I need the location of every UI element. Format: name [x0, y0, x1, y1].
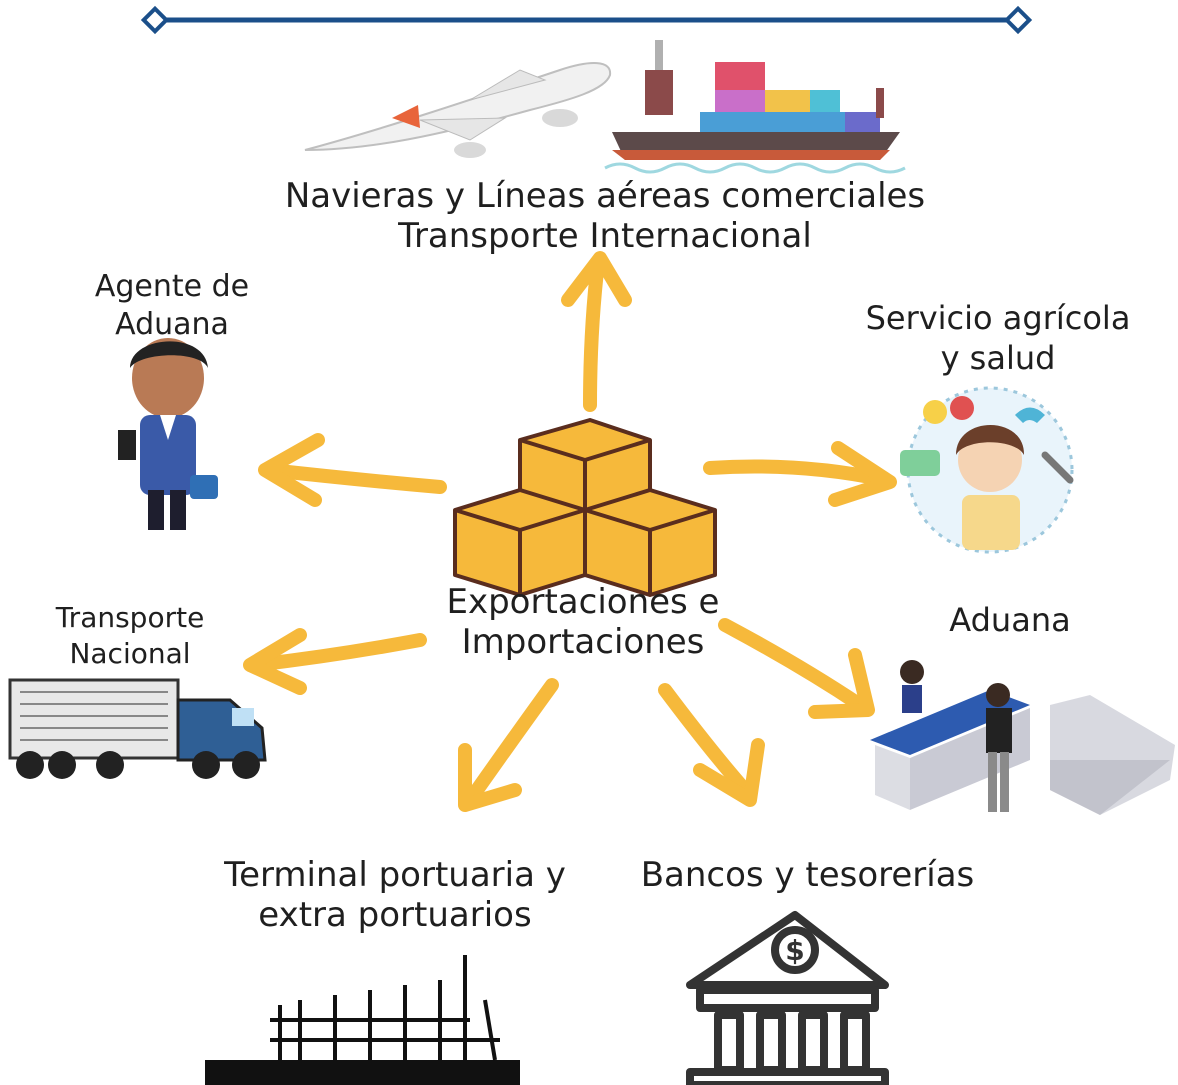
label-port-terminal: Terminal portuaria y extra portuarios	[224, 855, 566, 935]
arrow-to-customs	[718, 618, 867, 712]
bank-icon	[686, 911, 889, 1085]
arrows	[243, 251, 897, 812]
arrow-to-agri-health	[703, 459, 892, 487]
label-national-transport: Transporte Nacional	[55, 601, 205, 670]
container-ship-icon	[604, 40, 906, 174]
label-center: Exportaciones e Importaciones	[446, 582, 720, 662]
airplane-icon	[304, 62, 612, 158]
label-customs-agent: Agente de Aduana	[94, 269, 250, 342]
arrow-to-customs-agent	[263, 463, 447, 494]
label-agri-health: Servicio agrícola y salud	[865, 299, 1131, 377]
truck-icon	[8, 678, 267, 779]
arrow-to-banks	[658, 683, 752, 797]
label-banks: Bancos y tesorerías	[640, 855, 975, 895]
customs-agent-icon	[118, 338, 218, 530]
arrow-to-national-transport	[248, 633, 427, 672]
svg-text:$: $	[785, 934, 804, 967]
port-cranes-icon	[205, 955, 520, 1085]
arrow-to-transport-intl	[583, 255, 605, 412]
boxes-icon	[453, 418, 717, 597]
top-rule	[140, 5, 1033, 35]
service-agent-icon	[900, 386, 1074, 554]
arrow-to-port-terminal	[463, 678, 559, 807]
customs-desk-icon	[870, 660, 1175, 815]
label-transport-intl: Navieras y Líneas aéreas comerciales Tra…	[284, 176, 926, 256]
label-customs: Aduana	[949, 601, 1071, 639]
